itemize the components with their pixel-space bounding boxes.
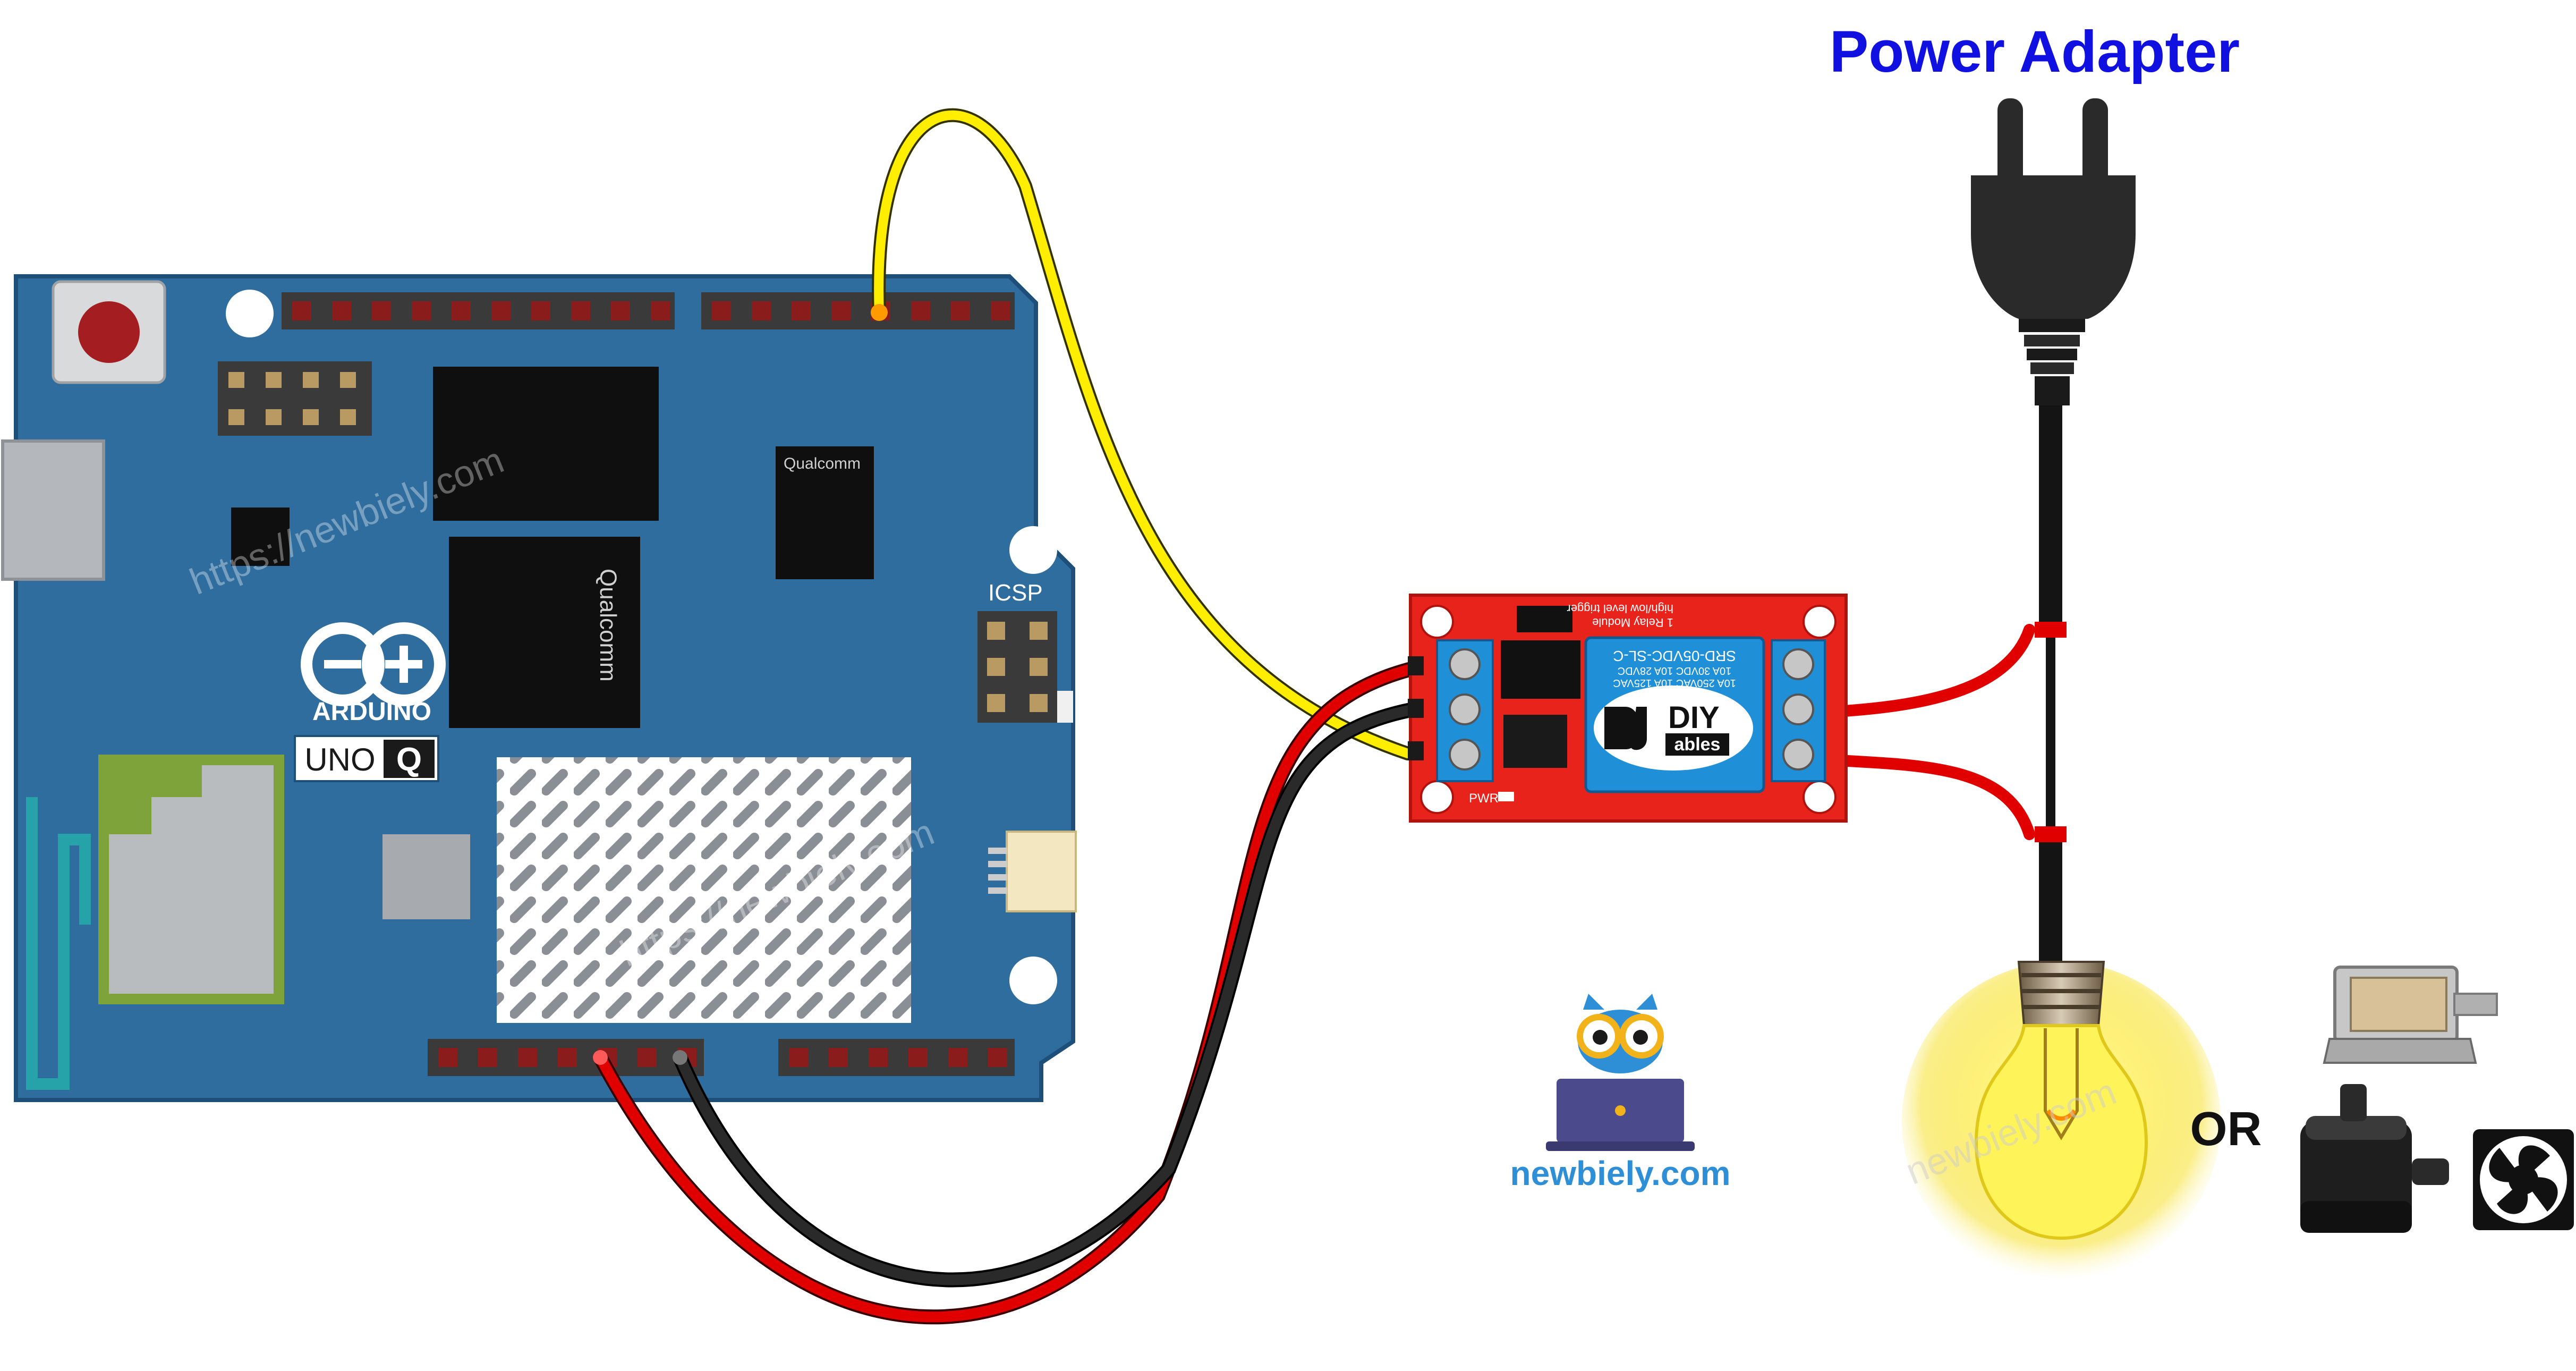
mounting-hole: [226, 290, 274, 337]
power-plug-icon: [1971, 98, 2136, 405]
diyables-brand-bottom: ables: [1674, 734, 1721, 755]
relay-pwr-label: PWR: [1469, 791, 1499, 806]
top-header-left: [282, 292, 675, 329]
smd-components: [1503, 715, 1567, 768]
or-label: OR: [2190, 1103, 2262, 1156]
owl-laptop-logo-icon: [1546, 994, 1695, 1151]
qwiic-connector: [988, 831, 1077, 912]
relay-coil: SRD-05VDC-SL-C 10A 30VDC 10A 28VDC 10A 2…: [1584, 636, 1765, 793]
relay-input-pins: [1408, 656, 1424, 760]
microcontroller-chip-brand: Qualcomm: [784, 455, 861, 472]
optocoupler: [1501, 640, 1580, 699]
light-bulb-icon: [1902, 961, 2221, 1281]
processor-chip: [449, 537, 640, 728]
arduino-logo-text: ARDUINO: [312, 698, 431, 726]
cooling-fan-icon: [2473, 1129, 2574, 1230]
wires: [593, 108, 2067, 1325]
relay-input-terminal: [1436, 639, 1494, 782]
uno-q-label: UNO Q: [294, 735, 439, 782]
wifi-module: [98, 755, 284, 1004]
icsp-label: ICSP: [988, 580, 1043, 606]
trigger-jumper: [1517, 606, 1572, 632]
diyables-logo-icon: [1604, 707, 1647, 750]
processor-chip-brand: Qualcomm: [595, 569, 621, 682]
bottom-header-left: [428, 1039, 704, 1076]
relay-coil-spec: SRD-05VDC-SL-C: [1613, 648, 1736, 664]
power-adapter-title: Power Adapter: [1830, 19, 2240, 84]
usb-c-connector: [1, 439, 105, 581]
relay-trigger-text: high/low level trigger: [1567, 602, 1673, 615]
mounting-hole: [1009, 957, 1057, 1004]
relay-module: 1 Relay Module high/low level trigger SR…: [1408, 594, 1848, 823]
icsp-header: [977, 611, 1057, 723]
uno-model-text: UNO: [304, 742, 375, 777]
relay-title: 1 Relay Module: [1592, 616, 1673, 629]
relay-output-terminal: [1771, 639, 1826, 782]
antenna-trace: [26, 797, 91, 1090]
led-matrix: [497, 757, 911, 1023]
relay-coil-rating-1: 10A 30VDC 10A 28VDC: [1618, 665, 1732, 676]
arduino-infinity-icon: [301, 622, 446, 706]
uno-model-suffix: Q: [396, 741, 422, 778]
wire-red-load-com: [1822, 624, 2035, 718]
white-tab: [1057, 691, 1073, 723]
solenoid-lock-icon: [2323, 966, 2498, 1064]
wire-red-load-no: [1822, 754, 2035, 840]
water-pump-icon: [2300, 1084, 2449, 1233]
bottom-header-right: [778, 1039, 1015, 1076]
pwr-led: [1498, 792, 1514, 801]
diyables-brand-top: DIY: [1668, 700, 1720, 735]
jtag-header: [218, 361, 372, 436]
reset-button: [52, 280, 166, 384]
microcontroller-chip: [776, 446, 874, 579]
newbiely-brand: newbiely.com: [1510, 1154, 1731, 1192]
small-chip: [231, 507, 290, 566]
mounting-hole: [1009, 526, 1057, 574]
arduino-uno-q-board: Qualcomm Qualcomm ICSP ARDUINO UNO: [1, 274, 1077, 1102]
top-header-right: [701, 292, 1015, 329]
grey-component: [382, 834, 470, 919]
relay-coil-rating-2: 10A 250VAC 10A 125VAC: [1613, 677, 1736, 689]
memory-chip: [433, 367, 659, 521]
